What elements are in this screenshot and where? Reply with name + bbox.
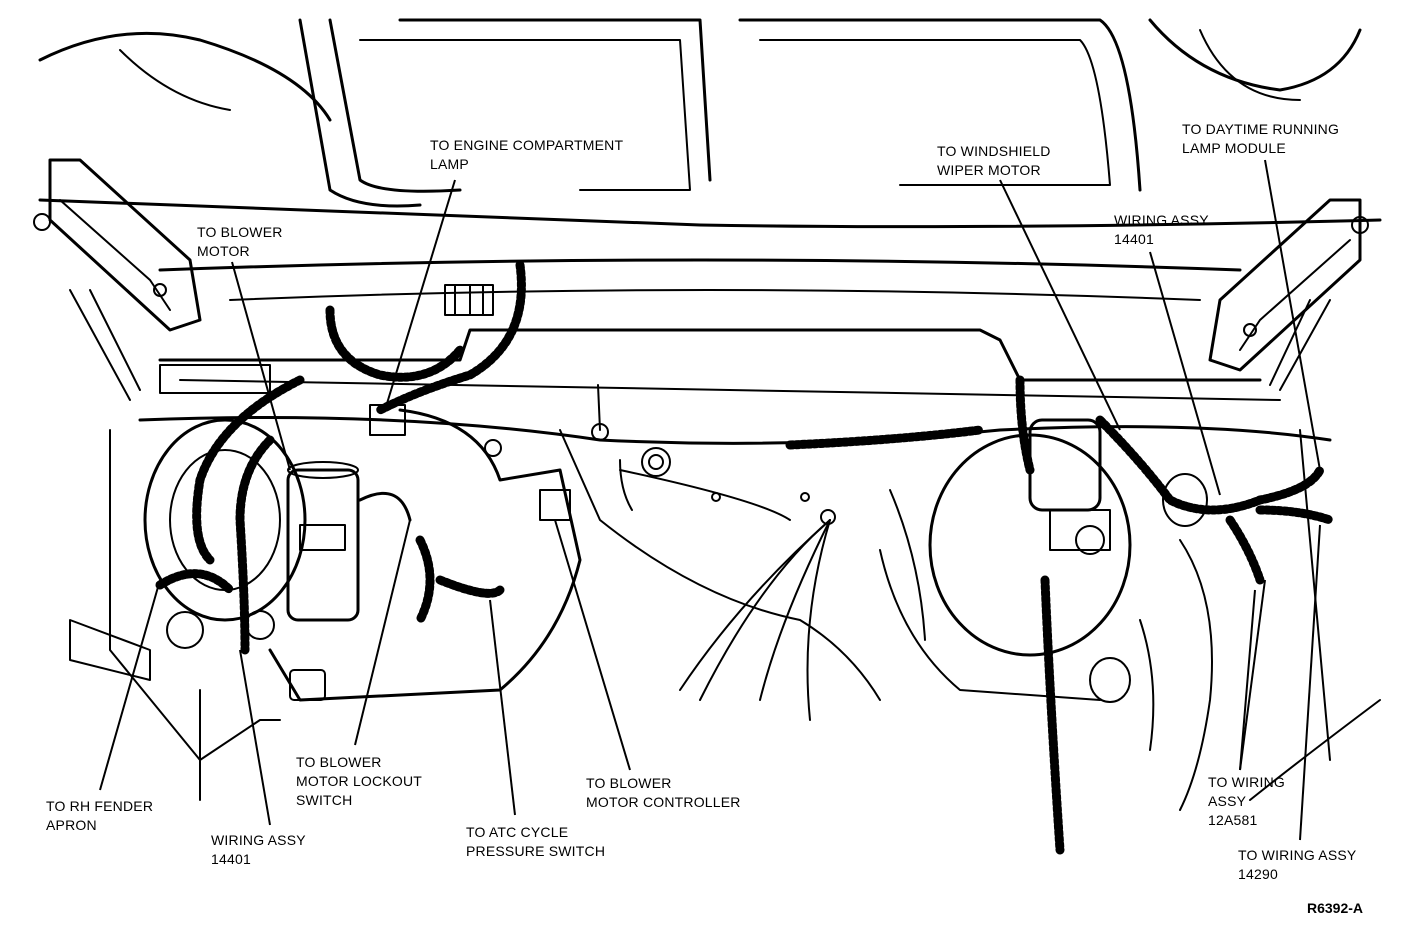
right-hood-hinge [1208,198,1369,391]
leader-lines [99,159,1321,841]
blower-motor [166,461,412,701]
connectors [159,284,836,525]
figure-code: R6392-A [1307,900,1364,916]
blower-housing [143,408,582,702]
brake-booster [879,418,1208,703]
left-hood-hinge [33,158,202,401]
wiring-harness [155,260,1335,855]
